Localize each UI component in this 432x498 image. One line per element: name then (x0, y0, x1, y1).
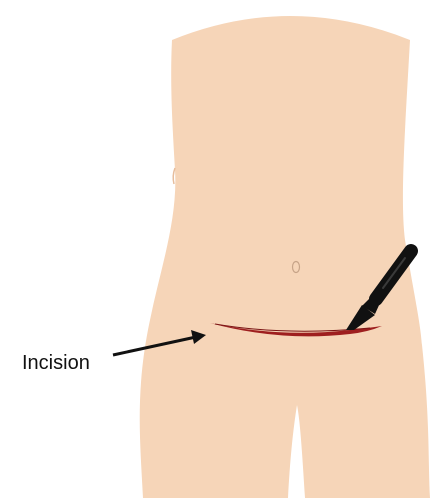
waist-shadow (173, 168, 175, 184)
incision-label: Incision (22, 352, 90, 374)
torso-silhouette (140, 16, 430, 498)
